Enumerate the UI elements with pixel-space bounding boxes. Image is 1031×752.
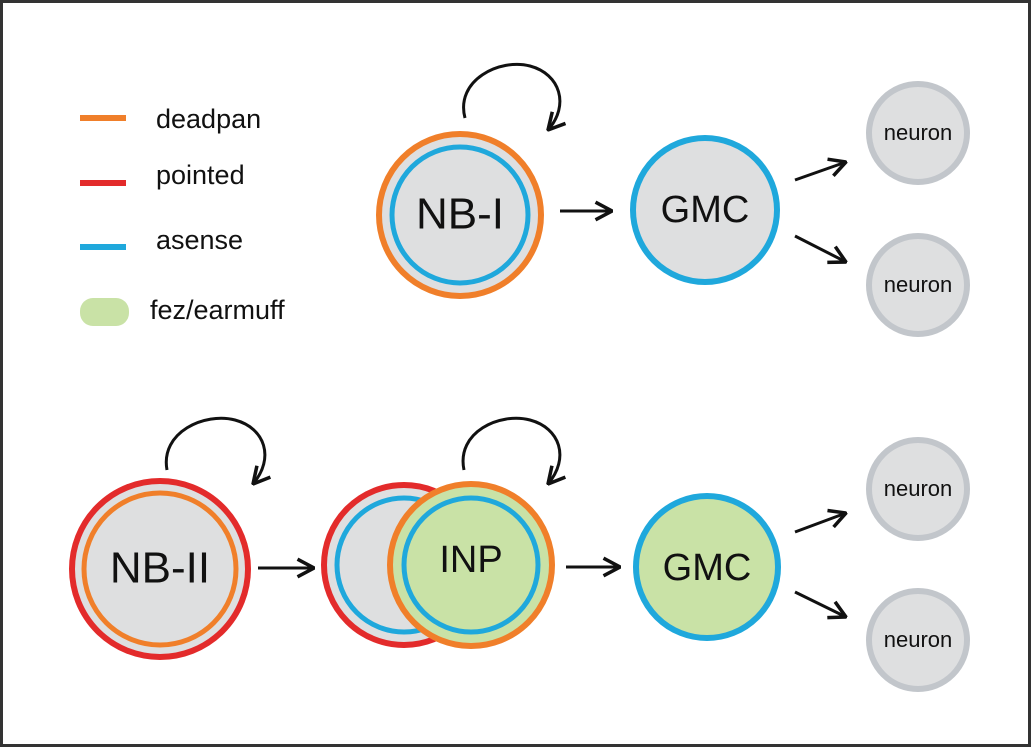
neuron-type-one-bottom: neuron <box>866 233 970 337</box>
inp-cell: INP <box>387 481 555 649</box>
neuron-label: neuron <box>884 476 953 501</box>
legend-label-deadpan: deadpan <box>156 104 261 134</box>
self-renewal-arrow-nb2 <box>164 416 265 484</box>
legend: deadpan pointed asense fez/earmuff <box>80 104 285 326</box>
nb1-cell: NB-I <box>376 131 544 299</box>
neuron-type-two-bottom: neuron <box>866 588 970 692</box>
gmc-type-one-label: GMC <box>661 189 750 231</box>
gmc-type-two: GMC <box>633 493 781 641</box>
legend-label-fez-earmuff: fez/earmuff <box>150 295 285 325</box>
legend-item-fez-earmuff: fez/earmuff <box>80 295 285 326</box>
nb2-label: NB-II <box>110 544 210 593</box>
legend-swatch-fez-earmuff <box>80 298 129 326</box>
neuron-type-one-top: neuron <box>866 81 970 185</box>
nb2-cell: NB-II <box>69 478 251 660</box>
neuron-label: neuron <box>884 627 953 652</box>
legend-label-asense: asense <box>156 225 243 255</box>
nb1-label: NB-I <box>416 190 504 239</box>
type-two-lineage: NB-II INP GMC neuron <box>69 416 970 692</box>
inp-label: INP <box>439 539 502 581</box>
legend-item-asense: asense <box>80 225 243 255</box>
arrow-gmc2-to-neuron-top <box>794 513 846 534</box>
arrow-gmc1-to-neuron-bottom <box>794 234 846 262</box>
type-one-lineage: NB-I GMC neuron neuron <box>376 63 970 337</box>
gmc-type-two-label: GMC <box>663 547 752 589</box>
self-renewal-arrow-nb1 <box>462 63 560 130</box>
legend-item-pointed: pointed <box>80 160 245 190</box>
arrow-gmc1-to-neuron-top <box>794 162 846 182</box>
neuron-label: neuron <box>884 120 953 145</box>
neuron-type-two-top: neuron <box>866 437 970 541</box>
legend-item-deadpan: deadpan <box>80 104 261 134</box>
self-renewal-arrow-inp <box>461 416 560 484</box>
neuron-label: neuron <box>884 272 953 297</box>
gmc-type-one: GMC <box>630 135 780 285</box>
legend-label-pointed: pointed <box>156 160 245 190</box>
arrow-gmc2-to-neuron-bottom <box>794 590 846 617</box>
